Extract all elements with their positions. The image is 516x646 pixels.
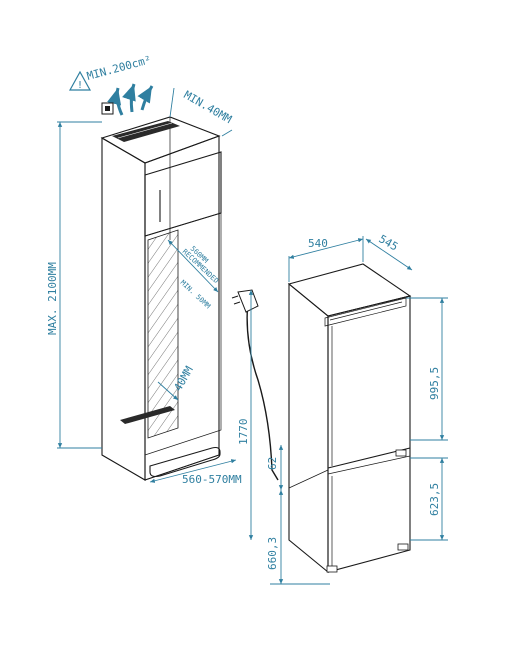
ventilation-indicator: ! MIN.200cm² — [68, 53, 154, 116]
power-plug-icon — [231, 289, 279, 481]
upper-cabinet-door — [144, 151, 222, 237]
min-200cm2-label: MIN.200cm² — [85, 53, 152, 83]
warning-triangle-icon: ! — [68, 70, 92, 91]
upper-995-label: 995,5 — [428, 367, 441, 400]
niche-width-label: 560-570MM — [182, 473, 242, 486]
max-height-label: MAX. 2100MM — [46, 262, 59, 335]
refrigerator — [231, 263, 412, 574]
top-vent-grille — [112, 121, 180, 142]
bottom-vent-grille — [120, 406, 175, 424]
width-540-label: 540 — [308, 237, 328, 250]
min-50mm-label: MIN. 50MM — [179, 279, 212, 311]
lower-623-label: 623,5 — [428, 483, 441, 516]
lower-660-label: 660,3 — [266, 537, 279, 570]
total-height-label: 1770 — [237, 419, 250, 446]
gap-62-label: 62 — [266, 457, 279, 470]
depth-545-label: 545 — [377, 232, 401, 253]
vent-cap-icon — [101, 102, 114, 115]
cabinet-dimensions: MAX. 2100MM MIN.40MM 560MM RECOMMENDED M… — [46, 87, 242, 486]
fridge-dimensions: 540 545 1770 62 660,3 995,5 623,5 — [237, 232, 448, 585]
min-40mm-top-label: MIN.40MM — [182, 88, 235, 126]
niche-back-wall — [147, 229, 179, 439]
airflow-arrows-icon — [107, 83, 154, 116]
svg-text:!: ! — [78, 80, 82, 91]
